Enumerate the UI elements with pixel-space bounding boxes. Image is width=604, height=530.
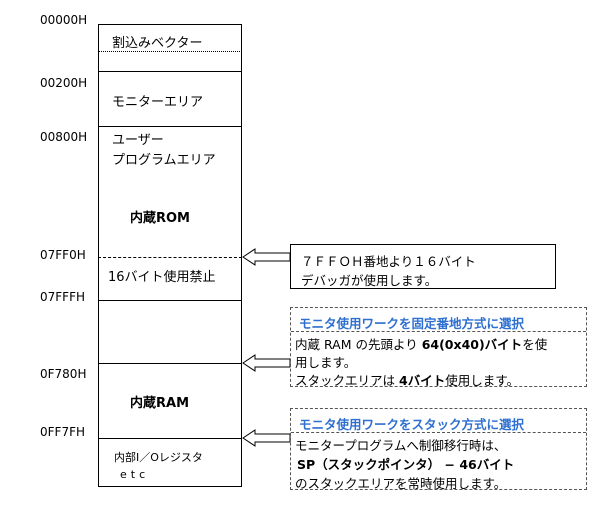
unused-area xyxy=(98,301,99,363)
arrow-left-icon xyxy=(242,248,291,266)
note-fixed-address: モニタ使用ワークを固定番地方式に選択 内蔵 RAM の先頭より 64(0x40)… xyxy=(290,307,587,389)
line-3-text: スタックエリアは xyxy=(295,373,396,388)
monitor-area-label: モニターエリア xyxy=(112,95,204,110)
note-stack-method-line-1: モニタープログラムへ制御移行時は、 xyxy=(295,438,507,453)
address-07ff0h: 07FF0H xyxy=(40,248,86,262)
divider-00200 xyxy=(98,71,242,72)
note-debugger-line-2: デバッガが使用します。 xyxy=(301,273,438,288)
note-stack-method-line-2: SP（スタックポインタ） − 46バイト xyxy=(297,457,515,472)
etc-label: etc xyxy=(120,468,150,481)
note-debugger: ７ＦＦＯＨ番地より１６バイト デバッガが使用します。 xyxy=(290,244,556,289)
border-top xyxy=(98,24,242,25)
note-stack-method-divider xyxy=(291,432,586,433)
divider-00800 xyxy=(98,126,242,127)
internal-ram-label: 内蔵RAM xyxy=(130,396,190,411)
address-00200h: 00200H xyxy=(40,76,88,90)
address-07fffh: 07FFFH xyxy=(40,290,85,304)
line-1-tail: を使 xyxy=(522,337,548,352)
unused-area-right xyxy=(241,301,242,363)
line-3-bold: 4バイト xyxy=(399,373,446,388)
address-0f780h: 0F780H xyxy=(40,367,87,381)
note-fixed-address-title: モニタ使用ワークを固定番地方式に選択 xyxy=(299,316,525,331)
note-debugger-line-1: ７ＦＦＯＨ番地より１６バイト xyxy=(301,254,476,269)
line-1-text: 内蔵 RAM の先頭より xyxy=(295,337,418,352)
line-1-bold: 64(0x40)バイト xyxy=(421,337,523,352)
divider-07fff xyxy=(98,300,242,301)
line-3-tail: 使用します。 xyxy=(445,373,519,388)
arrow-left-icon xyxy=(242,429,291,447)
address-0ff7fh: 0FF7FH xyxy=(40,425,85,439)
note-fixed-address-divider xyxy=(291,331,586,332)
divider-0ff7f xyxy=(98,438,242,439)
user-program-label-1: ユーザー xyxy=(112,133,164,148)
border-bottom xyxy=(98,486,242,487)
note-fixed-address-line-2: 用します。 xyxy=(295,355,357,370)
note-stack-method: モニタ使用ワークをスタック方式に選択 モニタープログラムへ制御移行時は、 SP（… xyxy=(290,408,587,491)
internal-rom-label: 内蔵ROM xyxy=(130,211,190,226)
arrow-left-icon xyxy=(242,354,291,372)
user-program-label-2: プログラムエリア xyxy=(112,153,216,168)
divider-vector xyxy=(98,51,242,52)
note-fixed-address-line-3: スタックエリアは 4バイト使用します。 xyxy=(295,370,519,389)
io-register-label: 内部I／Oレジスタ xyxy=(114,451,203,464)
address-00800h: 00800H xyxy=(40,130,88,144)
address-00000h: 00000H xyxy=(40,13,88,27)
reserved-16-bytes-label: 16バイト使用禁止 xyxy=(108,270,216,285)
divider-0f780 xyxy=(98,363,242,364)
note-stack-method-line-3: のスタックエリアを常時使用します。 xyxy=(295,476,507,491)
note-fixed-address-line-1: 内蔵 RAM の先頭より 64(0x40)バイトを使 xyxy=(295,334,547,353)
note-stack-method-title: モニタ使用ワークをスタック方式に選択 xyxy=(299,417,525,432)
memory-map xyxy=(98,24,242,487)
interrupt-vector-label: 割込みベクター xyxy=(112,36,203,51)
divider-07ff0 xyxy=(98,257,242,258)
